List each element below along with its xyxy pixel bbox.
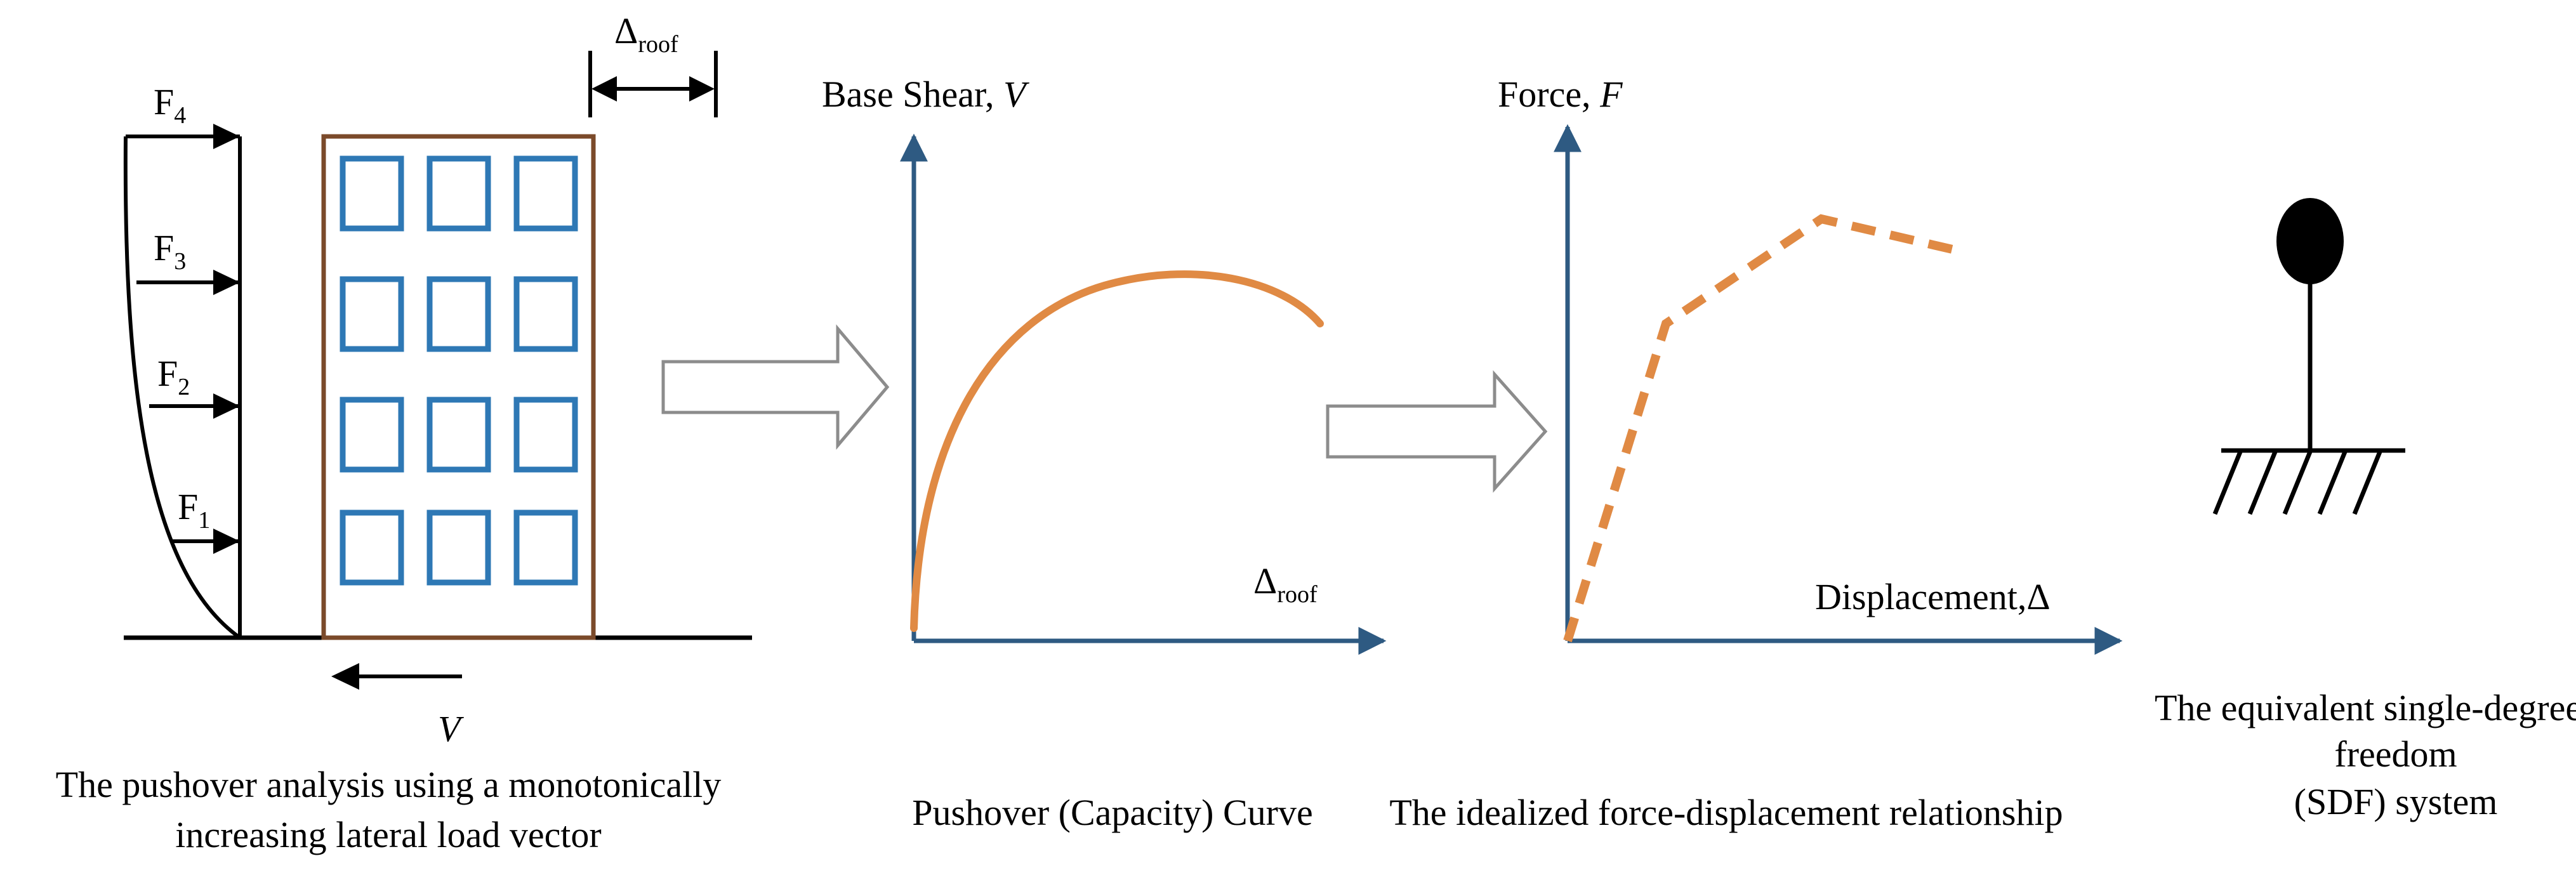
force-label-f4: F4 [154,81,186,129]
window [426,397,491,473]
sdf-caption-line1: The equivalent single-degree-of- [2155,687,2576,728]
idealized-x-axis-label: Displacement,Δ [1815,576,2051,617]
sdf-panel: The equivalent single-degree-of- freedom… [2155,198,2576,822]
force-label-f1: F1 [178,486,210,534]
sdf-hatch [2212,451,2382,515]
window [513,397,578,473]
window [426,155,491,232]
pushover-capacity-curve [910,270,1324,632]
window [340,510,404,586]
window [513,276,578,352]
building-panel: F4 F3 F2 F1 [56,10,752,855]
idealized-caption: The idealized force-displacement relatio… [1389,792,2063,833]
transition-arrow-2 [1326,370,1548,493]
pushover-caption: Pushover (Capacity) Curve [912,792,1312,833]
window [340,276,404,352]
window [426,276,491,352]
idealized-bilinear-curve [1563,214,1959,643]
window [513,510,578,586]
load-profile-curve [123,136,241,640]
building-caption-line1: The pushover analysis using a monotonica… [56,764,722,805]
window [340,397,404,473]
sdf-caption-line3: (SDF) system [2294,781,2498,822]
sdf-mass [2276,198,2344,284]
pushover-panel: Base Shear, V Δroof Pushover (Capacity) … [822,74,1387,833]
force-arrow-f1 [173,529,240,554]
building-caption-line2: increasing lateral load vector [175,814,602,855]
sdf-caption-line2: freedom [2334,734,2457,775]
pushover-x-axis-label: Δroof [1253,560,1318,608]
idealized-y-axis-label: Force, F [1498,74,1623,115]
roof-displacement-label: Δroof [614,10,678,58]
force-arrow-f4 [126,124,240,149]
force-label-f3: F3 [154,227,186,275]
force-arrow-f3 [136,270,240,295]
force-label-f2: F2 [157,353,190,400]
window [426,510,491,586]
roof-displacement-dimension [588,51,718,117]
window [340,155,404,232]
base-shear-symbol: V [438,708,465,749]
building-windows [340,155,578,586]
window [513,155,578,232]
pushover-y-axis-label: Base Shear, V [822,74,1030,115]
building-frame [321,134,596,640]
force-arrow-f2 [149,393,240,419]
base-shear-arrow [331,663,462,690]
transition-arrow-1 [661,324,890,450]
idealized-panel: Force, F Displacement,Δ The idealized fo… [1389,74,2123,833]
